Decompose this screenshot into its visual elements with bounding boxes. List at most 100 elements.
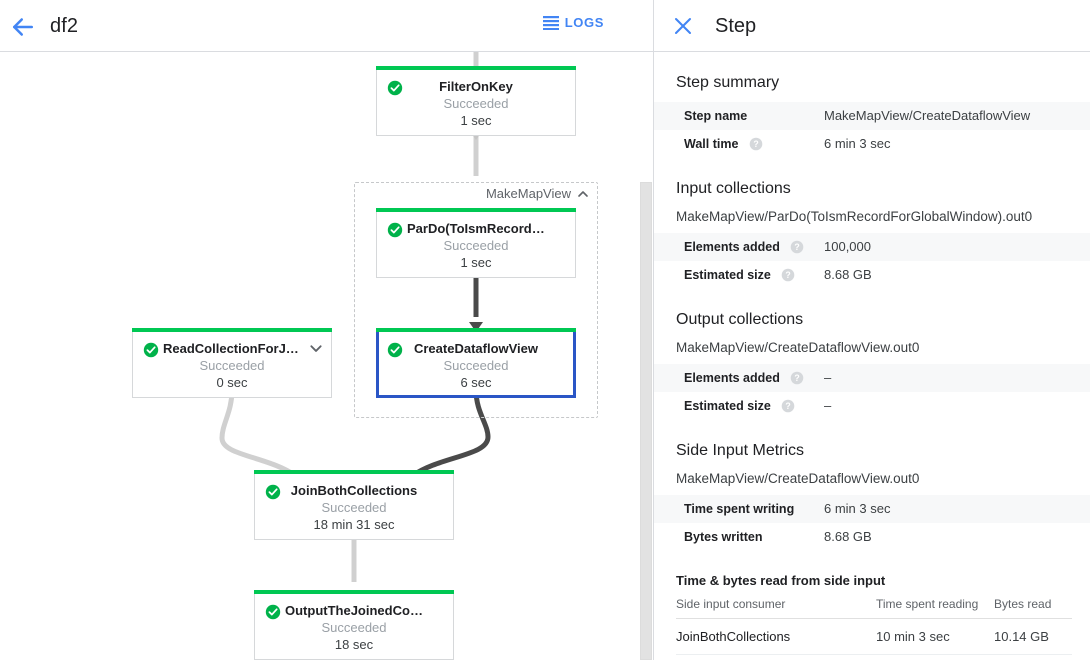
panel-title: Step (715, 15, 757, 37)
output-collections-table: Elements added ? – Estimated size ? (654, 364, 1090, 420)
node-title: CreateDataflowView (413, 341, 539, 356)
table-row: Elements added ? – (654, 364, 1090, 392)
chevron-up-icon[interactable] (577, 188, 589, 200)
row-key: Time spent writing (684, 502, 795, 516)
job-graph-pane: df2 LOGS (0, 0, 653, 660)
row-key: Bytes written (684, 530, 763, 544)
pane-divider (653, 0, 654, 660)
row-value: 8.68 GB (824, 529, 872, 544)
section-heading-side-input-metrics: Side Input Metrics (676, 442, 805, 459)
row-value: – (824, 398, 832, 413)
graph-node-output-the-joined-collection[interactable]: OutputTheJoinedCollec… Succeeded 18 sec (254, 590, 454, 660)
graph-canvas[interactable]: MakeMapView FilterOnKey Succeeded 1 sec (0, 52, 653, 660)
table-row: Estimated size ? 8.68 GB (654, 261, 1090, 289)
svg-text:?: ? (753, 139, 758, 149)
node-status: Succeeded (443, 238, 509, 253)
section-heading-step-summary: Step summary (676, 74, 780, 91)
status-bar-success (132, 328, 332, 332)
table-header-row: Side input consumer Time spent reading B… (676, 592, 1072, 619)
row-key-label: Estimated size (684, 399, 771, 413)
help-circle-icon[interactable]: ? (790, 240, 804, 254)
cell-time-spent-reading: 10 min 3 sec (876, 618, 994, 655)
help-circle-icon[interactable]: ? (749, 137, 763, 151)
close-x-icon[interactable] (671, 14, 695, 38)
node-time: 1 sec (460, 255, 492, 270)
logs-list-icon (542, 15, 559, 30)
graph-node-join-both-collections[interactable]: JoinBothCollections Succeeded 18 min 31 … (254, 470, 454, 540)
output-collection-name: MakeMapView/CreateDataflowView.out0 (676, 340, 920, 355)
node-time: 18 sec (334, 637, 374, 652)
table-row: Estimated size ? – (654, 392, 1090, 420)
row-value: 6 min 3 sec (824, 501, 891, 516)
svg-text:?: ? (795, 242, 800, 252)
step-group-makemapview[interactable]: MakeMapView (354, 182, 598, 418)
help-circle-icon[interactable]: ? (781, 399, 795, 413)
graph-scrollbar-thumb[interactable] (640, 182, 652, 660)
table-row: Time spent writing 6 min 3 sec (654, 495, 1090, 523)
table-row: JoinBothCollections 10 min 3 sec 10.14 G… (676, 618, 1072, 655)
table-row: Bytes written 8.68 GB (654, 523, 1090, 551)
row-value: MakeMapView/CreateDataflowView (824, 108, 1031, 123)
step-panel-header: Step (654, 0, 1090, 52)
node-time: 1 sec (460, 113, 492, 128)
row-key: Elements added ? (654, 233, 824, 261)
help-circle-icon[interactable]: ? (781, 268, 795, 282)
row-key-label: Wall time (684, 137, 739, 151)
step-summary-table: Step name MakeMapView/CreateDataflowView… (654, 102, 1090, 158)
check-circle-icon (387, 80, 403, 96)
side-input-consumers-table: Side input consumer Time spent reading B… (676, 592, 1072, 655)
status-bar-success (254, 470, 454, 474)
node-title: FilterOnKey (439, 79, 513, 94)
graph-node-read-collection-for-join[interactable]: ReadCollectionForJoin Succeeded 0 sec (132, 328, 332, 398)
graph-node-pardo-toismrecord[interactable]: ParDo(ToIsmRecordFor… Succeeded 1 sec (376, 208, 576, 278)
input-collections-table: Elements added ? 100,000 Estimated size … (654, 233, 1090, 289)
top-toolbar: df2 LOGS (0, 0, 653, 52)
svg-text:?: ? (786, 401, 791, 411)
node-status: Succeeded (443, 358, 509, 373)
row-key-label: Elements added (684, 240, 780, 254)
graph-node-create-dataflow-view[interactable]: CreateDataflowView Succeeded 6 sec (376, 328, 576, 398)
row-key: Estimated size ? (654, 261, 824, 289)
node-time: 6 sec (460, 375, 492, 390)
section-heading-input-collections: Input collections (676, 180, 791, 197)
side-input-collection-name: MakeMapView/CreateDataflowView.out0 (676, 471, 920, 486)
node-title: JoinBothCollections (290, 483, 418, 498)
section-heading-output-collections: Output collections (676, 311, 804, 328)
column-header-time-spent-reading: Time spent reading (876, 592, 994, 619)
chevron-down-icon[interactable] (309, 341, 323, 355)
row-key: Estimated size ? (654, 392, 824, 420)
group-collapse-toggle[interactable]: MakeMapView (486, 186, 589, 201)
table-row: Wall time ? 6 min 3 sec (654, 130, 1090, 158)
node-status: Succeeded (443, 96, 509, 111)
row-key-label: Estimated size (684, 268, 771, 282)
side-input-table-title: Time & bytes read from side input (676, 573, 886, 588)
step-details-pane: Step Step summary Step name MakeMapView/… (654, 0, 1090, 660)
node-status: Succeeded (321, 500, 387, 515)
graph-node-filter-on-key[interactable]: FilterOnKey Succeeded 1 sec (376, 66, 576, 136)
check-circle-icon (143, 342, 159, 358)
row-value: 6 min 3 sec (824, 136, 891, 151)
node-title: ReadCollectionForJoin (163, 341, 306, 356)
row-value: 8.68 GB (824, 267, 872, 282)
node-status: Succeeded (321, 620, 387, 635)
help-circle-icon[interactable]: ? (790, 371, 804, 385)
graph-scrollbar[interactable] (640, 52, 652, 660)
check-circle-icon (387, 222, 403, 238)
check-circle-icon (265, 604, 281, 620)
cell-bytes-read: 10.14 GB (994, 618, 1072, 655)
svg-text:?: ? (795, 373, 800, 383)
arrow-left-icon[interactable] (8, 12, 38, 42)
status-bar-success (376, 208, 576, 212)
node-time: 0 sec (216, 375, 248, 390)
column-header-bytes-read: Bytes read (994, 592, 1072, 619)
table-row: Step name MakeMapView/CreateDataflowView (654, 102, 1090, 130)
row-value: 100,000 (824, 239, 871, 254)
check-circle-icon (387, 342, 403, 358)
node-title: ParDo(ToIsmRecordFor… (407, 221, 566, 236)
status-bar-success (376, 66, 576, 70)
row-value: – (824, 370, 832, 385)
cell-consumer: JoinBothCollections (676, 618, 876, 655)
page-title: df2 (50, 15, 79, 37)
logs-button[interactable]: LOGS (539, 13, 608, 32)
row-key: Elements added ? (654, 364, 824, 392)
